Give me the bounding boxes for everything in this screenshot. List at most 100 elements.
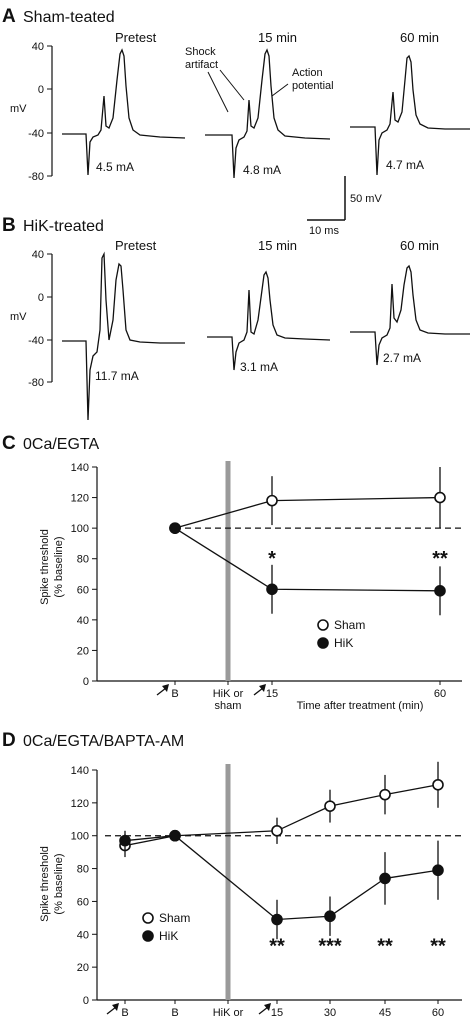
panel-a-y-unit: mV (10, 103, 27, 115)
panel-b-ytick: 40 (32, 249, 44, 261)
y-tick-label: 40 (77, 929, 89, 941)
panel-c-ylabel: (% baseline) (53, 536, 65, 597)
panel-b-y-axis: 40 0 -40 -80 mV (10, 249, 53, 389)
significance-marker: ** (432, 548, 448, 570)
significance-marker: ** (377, 935, 393, 957)
hik-point (271, 913, 283, 926)
panel-c-letter: C (2, 433, 16, 454)
panel-d-title: 0Ca/EGTA/BAPTA-AM (23, 733, 184, 750)
svg-text:Shock: Shock (185, 46, 216, 58)
panel-d-letter: D (2, 730, 16, 751)
y-tick-label: 20 (77, 645, 89, 657)
sham-legend-marker (317, 619, 329, 631)
arrow-head (259, 684, 266, 692)
panel-b-ytick: -80 (28, 377, 44, 389)
y-tick-label: 60 (77, 584, 89, 596)
arrow-indicator (106, 1006, 117, 1015)
sham-point (324, 800, 336, 812)
arrow-indicator (253, 687, 264, 696)
y-tick-label: 140 (71, 765, 89, 777)
sham-point (379, 788, 391, 801)
trace-label: 60 min (400, 30, 439, 45)
panel-b-y-unit: mV (10, 311, 27, 323)
trace-a-pretest (62, 48, 186, 176)
y-tick-label: 80 (77, 864, 89, 876)
annotation-action-potential: Action potential (271, 67, 334, 97)
sham-point (266, 494, 278, 507)
panel-a-ytick: 40 (32, 41, 44, 53)
x-tick-label: B (171, 1007, 178, 1019)
arrow-indicator (156, 687, 167, 696)
y-tick-label: 60 (77, 896, 89, 908)
panel-d-ylabel: (% baseline) (53, 853, 65, 914)
arrow-head (264, 1003, 271, 1011)
stim-current: 4.5 mA (96, 160, 134, 174)
svg-text:artifact: artifact (185, 59, 218, 71)
panel-d-ylabel: Spike threshold (39, 846, 51, 922)
panel-b-ytick: -40 (28, 335, 44, 347)
sham-legend-marker (142, 912, 154, 924)
x-axis-label: Time after treatment (min) (297, 700, 424, 712)
significance-marker: * (268, 548, 276, 570)
trace-label: 15 min (258, 238, 297, 253)
x-tick-label: 60 (432, 1007, 444, 1019)
svg-text:Action: Action (292, 67, 323, 79)
hik-point (266, 583, 278, 596)
treatment-bar (225, 461, 231, 681)
y-tick-label: 80 (77, 554, 89, 566)
panel-b: B HiK-treated 40 0 -40 -80 mV Pretest 15… (2, 215, 470, 421)
hik-series-line (124, 835, 439, 921)
panel-b-letter: B (2, 215, 16, 236)
panel-b-ytick: 0 (38, 292, 44, 304)
x-tick-label: HiK or (213, 1007, 244, 1019)
stim-current: 11.7 mA (95, 369, 139, 383)
significance-marker: ** (269, 935, 285, 957)
hik-legend-marker (142, 930, 154, 942)
panel-b-title: HiK-treated (23, 218, 104, 235)
arrow-head (162, 684, 169, 692)
y-tick-label: 0 (83, 676, 89, 688)
y-tick-label: 100 (71, 831, 89, 843)
trace-a-60min (350, 54, 470, 176)
hik-legend-label: HiK (159, 929, 178, 943)
panel-a-y-axis: 40 0 -40 -80 mV (10, 41, 53, 183)
sham-legend-label: Sham (159, 911, 190, 925)
y-tick-label: 120 (71, 798, 89, 810)
hik-legend-label: HiK (334, 636, 353, 650)
panel-d: D 0Ca/EGTA/BAPTA-AM Spike threshold (% b… (2, 730, 462, 1020)
scale-bar-voltage: 50 mV (350, 193, 382, 205)
x-tick-label: 60 (434, 688, 446, 700)
hik-legend-marker (317, 637, 329, 649)
significance-marker: ** (430, 935, 446, 957)
y-tick-label: 100 (71, 523, 89, 535)
x-tick-label: B (121, 1007, 128, 1019)
sham-point (434, 491, 446, 504)
stim-current: 2.7 mA (383, 351, 421, 365)
significance-marker: *** (318, 935, 342, 957)
panel-c-ylabel: Spike threshold (39, 529, 51, 605)
sham-point (432, 778, 444, 791)
x-tick-label: 45 (379, 1007, 391, 1019)
trace-b-60min (350, 264, 470, 366)
stim-current: 4.8 mA (243, 163, 281, 177)
hik-series-line (174, 527, 441, 592)
sham-series-line (174, 496, 441, 529)
hik-point (379, 872, 391, 885)
hik-point (324, 910, 336, 923)
hik-point (434, 585, 446, 597)
panel-a: A Sham-teated 40 0 -40 -80 mV Pretest 15… (2, 6, 470, 237)
x-tick-label: HiK or (213, 688, 244, 700)
y-tick-label: 40 (77, 615, 89, 627)
y-tick-label: 20 (77, 962, 89, 974)
trace-b-15min (207, 270, 331, 371)
arrow-indicator (258, 1006, 269, 1015)
stim-current: 3.1 mA (240, 360, 278, 374)
trace-b-pretest (62, 251, 185, 421)
x-tick-label: 15 (266, 688, 278, 700)
scale-bar: 50 mV 10 ms (307, 176, 382, 237)
panel-a-title: Sham-teated (23, 9, 115, 26)
svg-text:potential: potential (292, 80, 334, 92)
panel-a-ytick: -40 (28, 128, 44, 140)
y-tick-label: 0 (83, 995, 89, 1007)
